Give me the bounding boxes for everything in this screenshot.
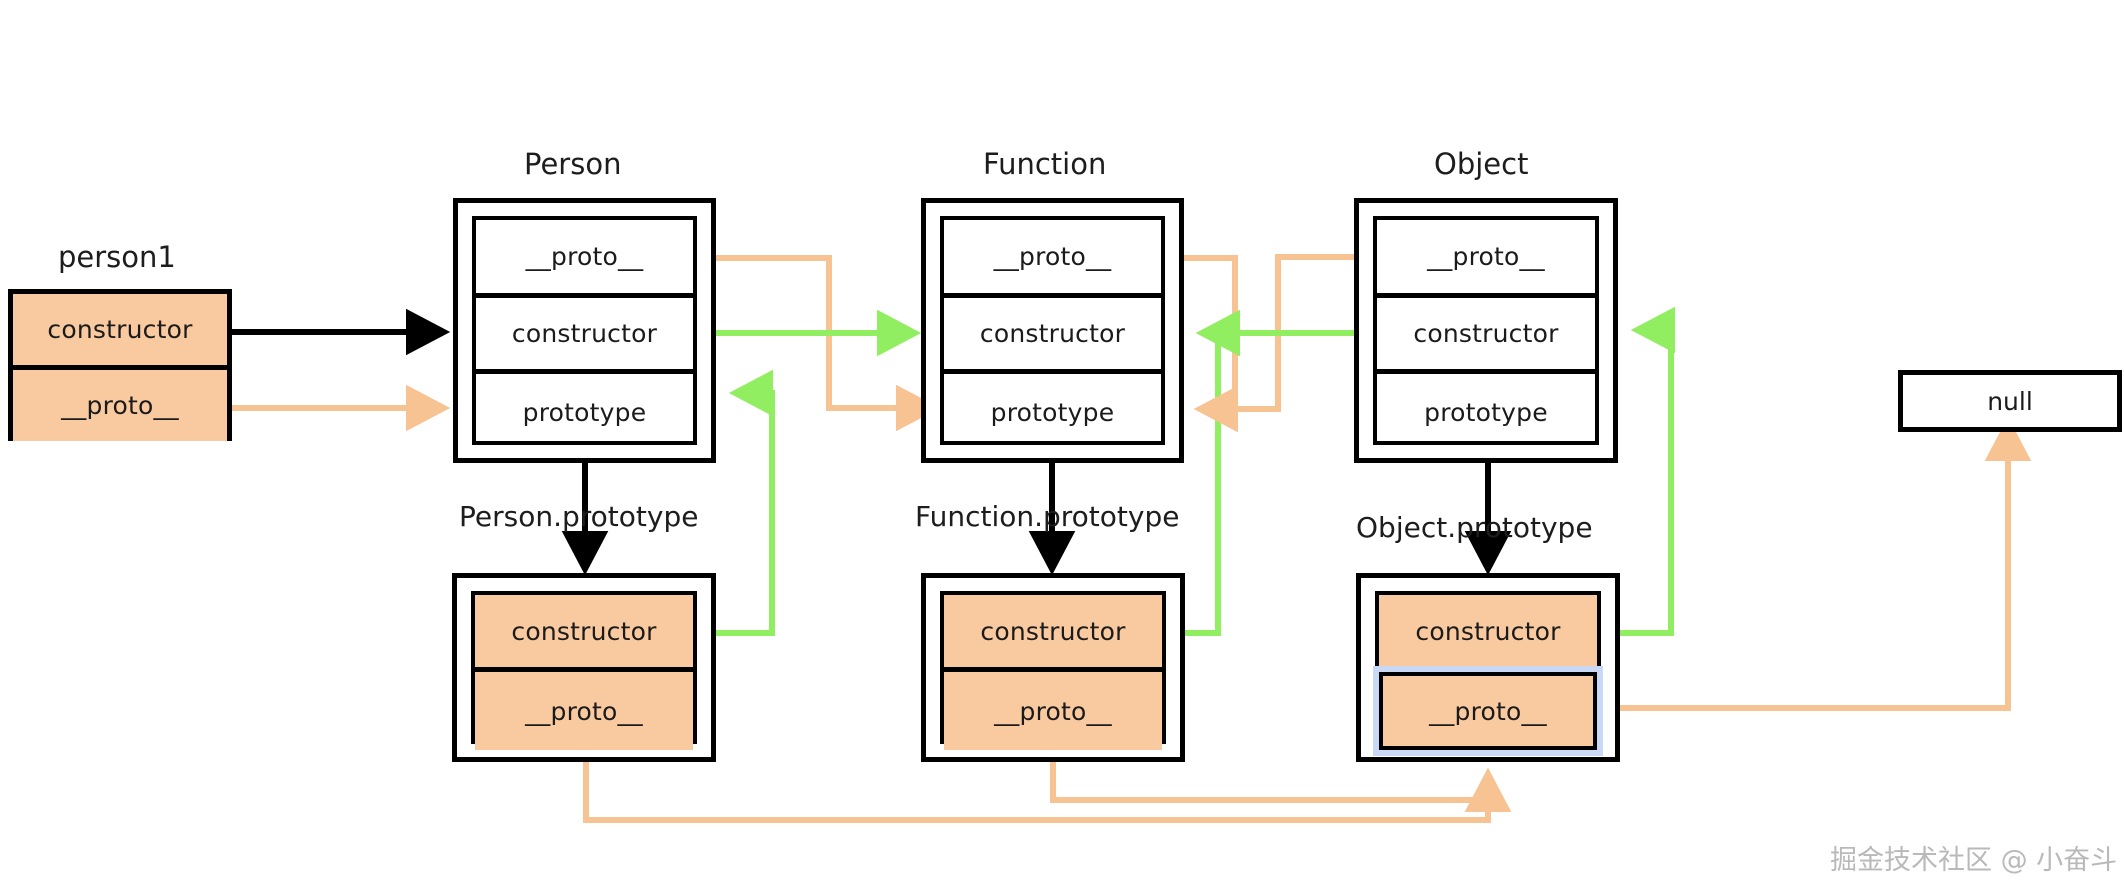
person1-row-constructor-label: constructor (47, 315, 193, 344)
node-function[interactable]: __proto__ constructor prototype (921, 198, 1184, 463)
object-row-proto[interactable]: __proto__ (1377, 220, 1595, 298)
node-person1[interactable]: constructor __proto__ (8, 289, 232, 441)
function-row-prototype-label: prototype (990, 398, 1115, 427)
person-row-prototype-label: prototype (522, 398, 647, 427)
edge-object-proto-to-function-prototype (1193, 254, 1354, 433)
object-prototype-row-constructor-label: constructor (1415, 616, 1561, 646)
node-person-prototype[interactable]: constructor __proto__ (452, 573, 716, 762)
caption-person1: person1 (58, 240, 176, 274)
node-function-inner: __proto__ constructor prototype (940, 216, 1165, 445)
object-prototype-row-proto[interactable]: __proto__ (1373, 666, 1603, 756)
caption-function: Function (983, 147, 1107, 181)
function-row-proto-label: __proto__ (993, 242, 1112, 271)
edge-object-prototype-proto-to-null (1608, 416, 2032, 711)
node-function-prototype[interactable]: constructor __proto__ (921, 573, 1185, 762)
function-prototype-row-proto-label: __proto__ (994, 696, 1112, 726)
caption-object: Object (1434, 147, 1529, 181)
node-person-prototype-inner: constructor __proto__ (471, 591, 697, 750)
function-row-constructor[interactable]: constructor (944, 298, 1161, 374)
node-person-inner: __proto__ constructor prototype (472, 216, 697, 445)
caption-function-prototype: Function.prototype (915, 500, 1180, 533)
node-person[interactable]: __proto__ constructor prototype (453, 198, 716, 463)
edge-function-proto-to-function-prototype (1183, 255, 1239, 433)
object-row-prototype[interactable]: prototype (1377, 374, 1595, 451)
caption-person-prototype: Person.prototype (459, 500, 699, 533)
function-prototype-row-constructor-label: constructor (980, 616, 1126, 646)
person-prototype-row-constructor-label: constructor (511, 616, 657, 646)
person-row-constructor-label: constructor (511, 319, 658, 348)
watermark: 掘金技术社区 @ 小奋斗 (1830, 845, 2118, 876)
object-row-constructor-label: constructor (1413, 319, 1559, 348)
object-row-prototype-label: prototype (1424, 398, 1548, 427)
person-prototype-row-constructor[interactable]: constructor (475, 595, 693, 672)
edge-function-prototype-proto-to-object-prototype (1050, 762, 1512, 813)
person-row-constructor[interactable]: constructor (476, 298, 693, 374)
person1-row-proto-label: __proto__ (61, 391, 179, 420)
person-row-prototype[interactable]: prototype (476, 374, 693, 451)
node-function-prototype-inner: constructor __proto__ (940, 591, 1166, 750)
caption-person: Person (524, 147, 622, 181)
object-row-proto-label: __proto__ (1427, 242, 1545, 271)
node-object-prototype[interactable]: constructor __proto__ (1356, 573, 1620, 762)
edge-person-proto-to-function-prototype (716, 255, 941, 432)
person-prototype-row-proto[interactable]: __proto__ (475, 672, 693, 750)
object-prototype-row-proto-label: __proto__ (1429, 696, 1547, 726)
node-null[interactable]: null (1898, 370, 2122, 432)
object-row-constructor[interactable]: constructor (1377, 298, 1595, 374)
function-row-proto[interactable]: __proto__ (944, 220, 1161, 298)
node-object-prototype-inner: constructor __proto__ (1373, 591, 1603, 756)
function-row-constructor-label: constructor (979, 319, 1126, 348)
function-prototype-row-proto[interactable]: __proto__ (944, 672, 1162, 750)
null-row: null (1903, 375, 2117, 427)
function-row-prototype[interactable]: prototype (944, 374, 1161, 451)
person1-row-constructor[interactable]: constructor (13, 294, 227, 370)
person-prototype-row-proto-label: __proto__ (525, 696, 643, 726)
person1-row-proto[interactable]: __proto__ (13, 370, 227, 441)
null-label: null (1987, 386, 2033, 416)
object-prototype-row-constructor[interactable]: constructor (1379, 595, 1597, 672)
function-prototype-row-constructor[interactable]: constructor (944, 595, 1162, 672)
person-row-proto[interactable]: __proto__ (476, 220, 693, 298)
person-row-proto-label: __proto__ (525, 242, 644, 271)
edge-person-prototype-proto-to-object-prototype (583, 762, 1512, 823)
caption-object-prototype: Object.prototype (1356, 511, 1593, 544)
node-object-inner: __proto__ constructor prototype (1373, 216, 1599, 445)
node-object[interactable]: __proto__ constructor prototype (1354, 198, 1618, 463)
